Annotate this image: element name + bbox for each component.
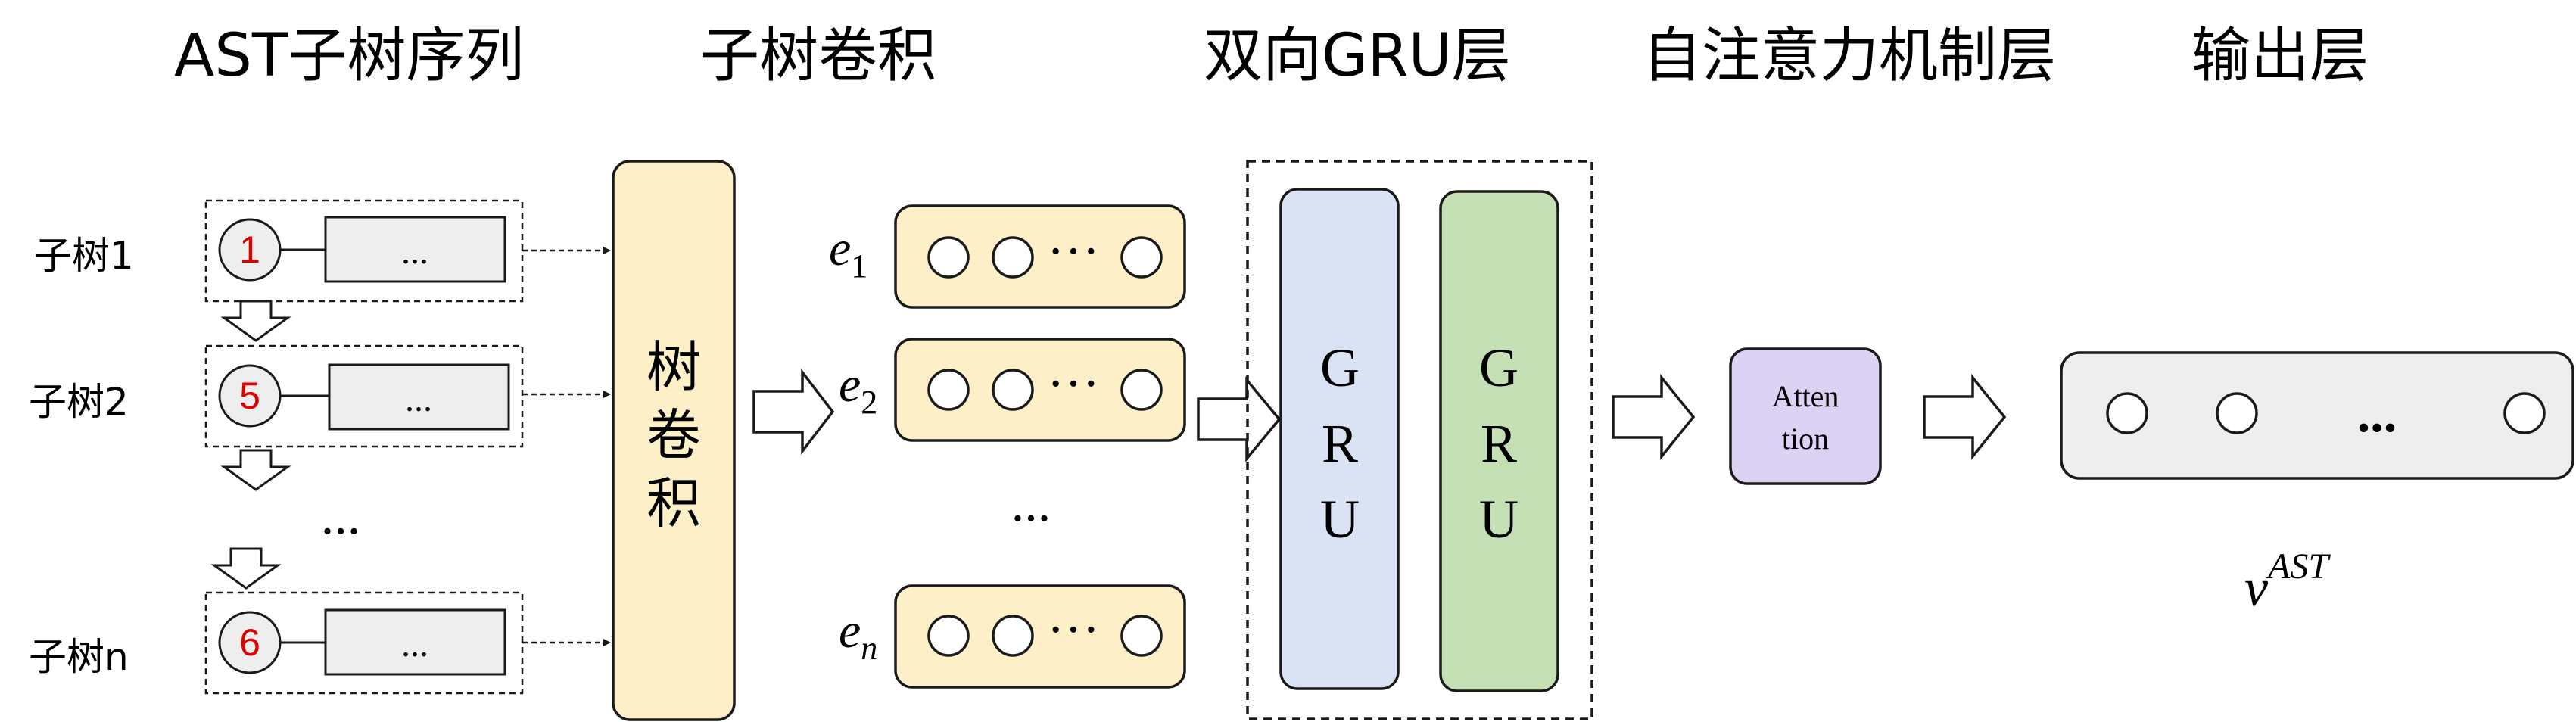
subtree-dashed-frame [204, 344, 524, 448]
sequence-down-arrow [220, 300, 291, 342]
embedding-inner-ellipsis: ··· [1047, 223, 1100, 281]
gru-backward-block: G R U [1439, 190, 1559, 692]
embedding-unit-circle [1120, 369, 1163, 411]
embedding-label: e2 [839, 357, 877, 421]
subtree-node-number: 1 [239, 229, 260, 271]
block-arrow [752, 368, 835, 456]
header-bigru: 双向GRU层 [1204, 22, 1511, 90]
tree-conv-char: 积 [646, 471, 701, 535]
subtree-content-ellipsis: ... [405, 379, 432, 419]
tree-conv-block: 树 卷 积 [612, 160, 736, 721]
tree-conv-char: 卷 [646, 403, 701, 467]
block-arrow [1612, 374, 1696, 460]
subtree-label: 子树n [29, 635, 129, 679]
output-vector: ... [2060, 351, 2574, 480]
gru-letter: R [1322, 413, 1358, 474]
output-unit-circle [2503, 392, 2546, 434]
output-unit-circle [2216, 392, 2258, 434]
embedding-label: en [839, 603, 877, 667]
subtree-dashed-frame [204, 591, 524, 695]
embedding-unit-circle [927, 369, 970, 411]
embedding-unit-circle [1120, 615, 1163, 657]
gru-letter: G [1320, 338, 1360, 398]
block-arrow [1197, 376, 1282, 462]
attention-label-line2: tion [1782, 422, 1829, 456]
subtree-content-ellipsis: ... [401, 232, 428, 272]
header-subtree-sequence: AST子树序列 [174, 22, 525, 90]
attention-block: Atten tion [1729, 347, 1882, 485]
header-subtree-conv: 子树卷积 [700, 22, 936, 90]
subtree-node-number: 5 [239, 375, 260, 417]
embedding-unit-circle [992, 236, 1034, 279]
embedding-unit-circle [927, 236, 970, 279]
subtree-row-2: 子树2 5 ... [29, 344, 611, 448]
attention-label-line1: Atten [1772, 379, 1839, 413]
gru-letter: G [1479, 338, 1519, 398]
subtree-ellipsis: ... [321, 487, 361, 546]
tree-conv-char: 树 [646, 335, 701, 399]
block-arrow [1923, 374, 2007, 460]
embedding-unit-circle [1120, 236, 1163, 279]
subtree-row-1: 子树1 1 ... [34, 199, 611, 303]
embedding-vector-box [894, 338, 1186, 442]
subtree-label: 子树2 [29, 380, 129, 424]
output-ellipsis: ... [2357, 385, 2397, 443]
subtree-node-number: 6 [239, 621, 260, 664]
embedding-unit-circle [992, 615, 1034, 657]
embedding-between-ellipsis: ... [1011, 475, 1051, 533]
embedding-label: e1 [829, 221, 867, 285]
subtree-content-box [328, 363, 510, 431]
subtree-row-n: 子树n 6 ... [29, 591, 611, 695]
embedding-unit-circle [927, 615, 970, 657]
gru-letter: U [1320, 489, 1360, 549]
embedding-vector-box [894, 584, 1186, 689]
subtree-content-box [324, 216, 506, 283]
bigru-dashed-frame [1246, 160, 1593, 720]
embedding-en: en ··· [839, 584, 1186, 689]
subtree-content-box [324, 608, 506, 676]
embedding-vector-box [894, 204, 1186, 309]
header-output: 输出层 [2191, 22, 2369, 90]
subtree-content-ellipsis: ... [401, 624, 428, 664]
gru-letter: R [1481, 413, 1517, 474]
embedding-inner-ellipsis: ··· [1047, 355, 1100, 413]
gru-forward-block: G R U [1279, 188, 1400, 690]
sequence-down-arrow [220, 449, 291, 491]
output-vector-label: vAST [2244, 546, 2331, 618]
subtree-label: 子树1 [34, 234, 134, 278]
gru-letter: U [1479, 489, 1519, 549]
header-self-attention: 自注意力机制层 [1643, 22, 2056, 90]
embedding-e2: e2 ··· [839, 338, 1186, 442]
sequence-down-arrow [210, 547, 282, 590]
output-unit-circle [2106, 392, 2148, 434]
embedding-inner-ellipsis: ··· [1047, 601, 1100, 659]
embedding-e1: e1 ··· [829, 204, 1186, 309]
subtree-dashed-frame [204, 199, 524, 303]
embedding-unit-circle [992, 369, 1034, 411]
